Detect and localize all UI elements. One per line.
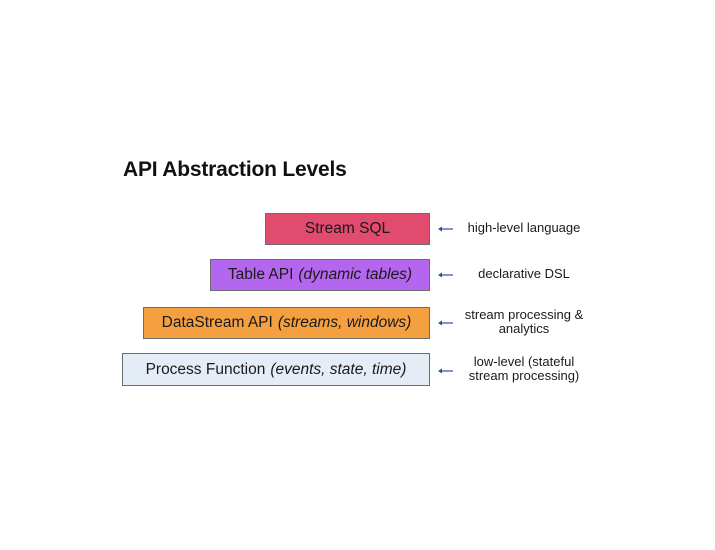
note-line: stream processing) xyxy=(468,368,580,383)
left-arrow-icon xyxy=(438,270,453,280)
level-note-process-function: low-level (stateful stream processing) xyxy=(444,355,604,383)
level-detail: (dynamic tables) xyxy=(298,266,413,283)
level-note-table-api: declarative DSL xyxy=(444,267,604,281)
level-detail: (events, state, time) xyxy=(270,360,407,378)
note-line: low-level (stateful xyxy=(473,354,575,369)
note-line: stream processing & xyxy=(464,307,584,322)
level-box-datastream-api: DataStream API (streams, windows) xyxy=(143,307,430,339)
level-box-table-api: Table API (dynamic tables) xyxy=(210,259,430,291)
left-arrow-icon xyxy=(438,366,453,376)
level-label: Process Function xyxy=(145,360,266,378)
left-arrow-icon xyxy=(438,224,453,234)
note-line: declarative DSL xyxy=(478,266,570,281)
level-box-stream-sql: Stream SQL xyxy=(265,213,430,245)
level-note-datastream-api: stream processing & analytics xyxy=(444,308,604,336)
diagram-title: API Abstraction Levels xyxy=(123,158,347,181)
left-arrow-icon xyxy=(438,318,453,328)
level-label: DataStream API xyxy=(161,314,273,331)
level-label: Table API xyxy=(227,266,294,283)
level-label: Stream SQL xyxy=(304,220,391,237)
level-detail: (streams, windows) xyxy=(277,314,412,331)
note-line: analytics xyxy=(498,321,550,336)
note-line: high-level language xyxy=(467,220,581,235)
level-note-stream-sql: high-level language xyxy=(444,221,604,235)
level-box-process-function: Process Function (events, state, time) xyxy=(122,353,430,386)
